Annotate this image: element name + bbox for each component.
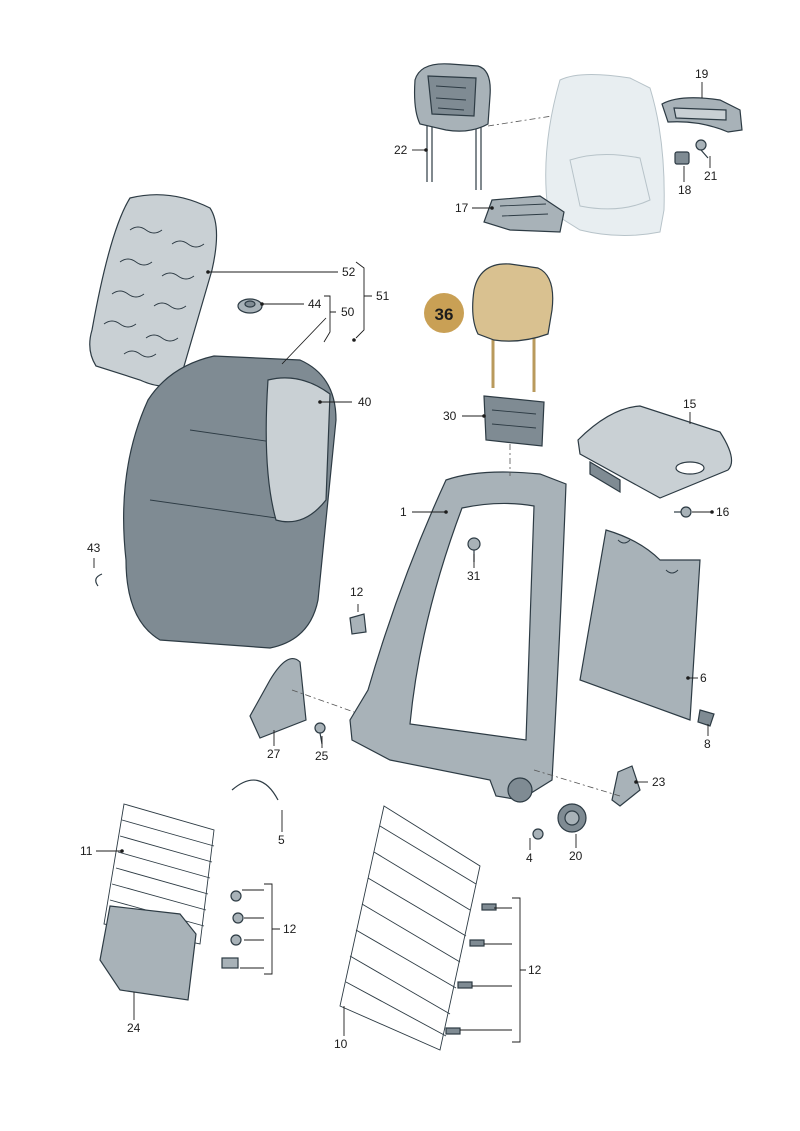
callout-11: 11 bbox=[80, 844, 93, 858]
part-17-trim-panel bbox=[483, 195, 565, 233]
part-27-side-cover bbox=[249, 658, 307, 739]
callout-30: 30 bbox=[443, 409, 457, 423]
part-44-grommet bbox=[237, 298, 263, 314]
part-6-rear-panel bbox=[579, 529, 701, 721]
callout-50: 50 bbox=[341, 305, 355, 319]
part-19-headrest-guide bbox=[661, 97, 743, 133]
callout-25: 25 bbox=[315, 749, 329, 763]
part-23-lever bbox=[611, 765, 641, 807]
callout-23: 23 bbox=[652, 775, 666, 789]
part-24-lumbar-plate bbox=[99, 905, 197, 1001]
part-15-rear-cover bbox=[577, 405, 733, 499]
callout-19: 19 bbox=[695, 67, 709, 81]
callout-1: 1 bbox=[400, 505, 407, 519]
callout-17: 17 bbox=[455, 201, 469, 215]
callout-31: 31 bbox=[467, 569, 481, 583]
callout-12-left: 12 bbox=[283, 922, 297, 936]
callout-27: 27 bbox=[267, 747, 281, 761]
part-8-clip bbox=[697, 709, 715, 727]
backrest-top-ghost bbox=[545, 73, 665, 237]
highlight-badge-label: 36 bbox=[435, 305, 454, 324]
part-40-backrest-cover bbox=[123, 355, 337, 649]
callout-21: 21 bbox=[704, 169, 718, 183]
callout-10: 10 bbox=[334, 1037, 348, 1051]
callout-52: 52 bbox=[342, 265, 356, 279]
callout-15: 15 bbox=[683, 397, 697, 411]
part-22-headrest-frame bbox=[413, 63, 491, 190]
callout-40: 40 bbox=[358, 395, 372, 409]
callout-labels: 1 4 5 6 8 10 11 12 12 12 15 16 17 18 19 … bbox=[80, 67, 730, 1051]
callout-8: 8 bbox=[704, 737, 711, 751]
callout-44: 44 bbox=[308, 297, 322, 311]
part-5-wire-clip bbox=[231, 779, 279, 801]
part-1-backrest-frame bbox=[349, 471, 567, 803]
callout-43: 43 bbox=[87, 541, 101, 555]
callout-12-right: 12 bbox=[528, 963, 542, 977]
callout-24: 24 bbox=[127, 1021, 141, 1035]
callout-16: 16 bbox=[716, 505, 730, 519]
part-10-wire-mat bbox=[339, 805, 497, 1051]
part-12-fasteners bbox=[221, 890, 244, 969]
leader-dots bbox=[120, 148, 714, 853]
part-36-headrest bbox=[472, 263, 554, 392]
callout-6: 6 bbox=[700, 671, 707, 685]
highlight-badge-36: 36 bbox=[424, 293, 464, 333]
part-20-knob bbox=[557, 803, 587, 833]
part-30-headrest-guide bbox=[483, 395, 545, 447]
assembly-axes bbox=[291, 115, 621, 797]
callout-5: 5 bbox=[278, 833, 285, 847]
part-43-clip bbox=[95, 573, 103, 587]
part-21-screw bbox=[695, 139, 709, 159]
leader-lines bbox=[93, 82, 712, 1043]
callout-18: 18 bbox=[678, 183, 692, 197]
callout-20: 20 bbox=[569, 849, 583, 863]
callout-22: 22 bbox=[394, 143, 408, 157]
part-11-wire-mat bbox=[103, 803, 215, 945]
part-12-clip bbox=[349, 613, 367, 635]
callout-51: 51 bbox=[376, 289, 390, 303]
part-4-screw bbox=[532, 828, 544, 840]
part-52-foam-pad bbox=[89, 194, 218, 387]
part-16-screw bbox=[674, 506, 692, 518]
callout-4: 4 bbox=[526, 851, 533, 865]
callout-12-middle: 12 bbox=[350, 585, 364, 599]
part-25-screw bbox=[314, 722, 326, 745]
part-18-clip bbox=[674, 151, 690, 165]
